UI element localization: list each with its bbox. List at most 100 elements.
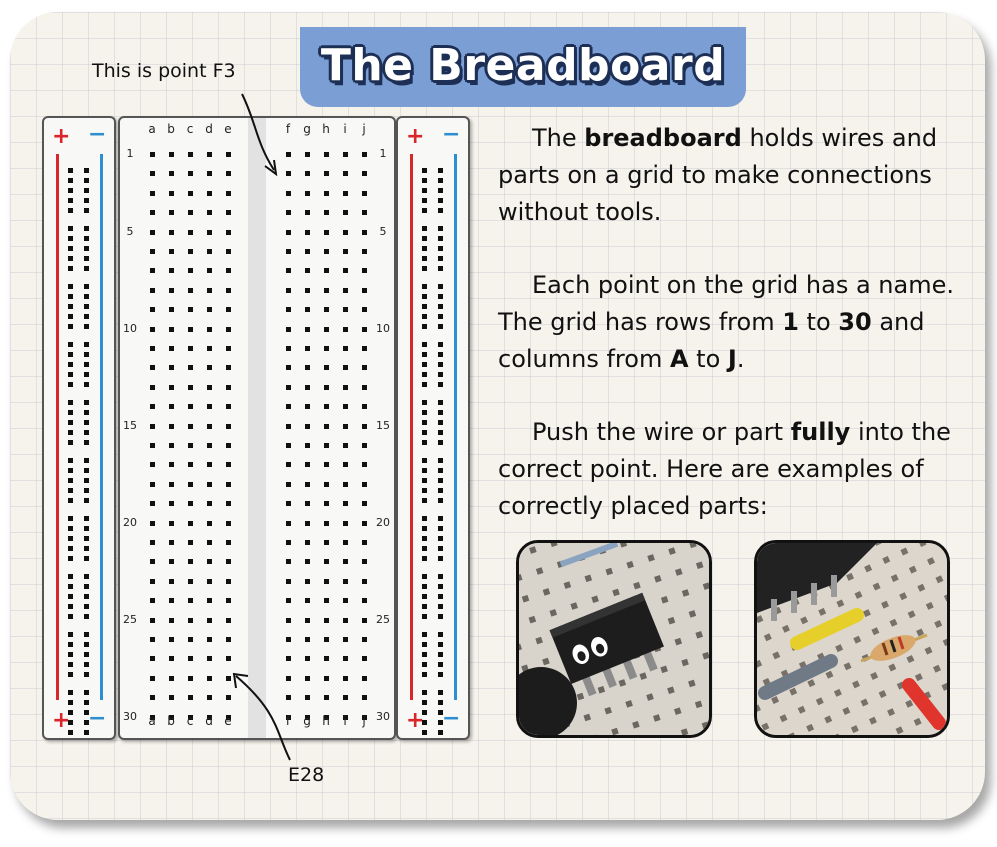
grid-hole: [150, 287, 155, 293]
paragraph-push-parts: Push the wire or part fully into the cor…: [498, 418, 951, 520]
row-number-right: 1: [379, 147, 387, 160]
grid-hole: [362, 656, 367, 662]
grid-hole: [324, 346, 329, 351]
left-rail-plus-bottom: +: [52, 708, 71, 733]
grid-hole: [362, 190, 367, 196]
grid-hole: [150, 714, 155, 720]
right-rail-plus-top: +: [406, 124, 425, 149]
grid-hole: [207, 695, 212, 701]
rail-hole: [438, 468, 443, 473]
grid-hole: [305, 598, 310, 604]
rail-hole: [84, 284, 89, 289]
rail-hole: [422, 226, 427, 231]
rail-hole: [422, 642, 427, 647]
grid-hole: [169, 520, 174, 526]
grid-hole: [169, 637, 174, 642]
grid-hole: [324, 520, 329, 526]
rail-hole: [438, 546, 443, 551]
row-number-right: 20: [376, 515, 390, 529]
column-letter-bottom: b: [167, 714, 175, 728]
rail-hole: [68, 700, 73, 705]
grid-hole: [362, 423, 367, 429]
rail-hole: [438, 314, 443, 319]
row-number-right: 10: [376, 321, 390, 335]
rail-hole: [422, 284, 427, 289]
grid-hole: [305, 229, 310, 235]
rail-hole: [422, 672, 427, 677]
grid-hole: [207, 481, 212, 487]
grid-hole: [169, 656, 174, 662]
left-power-rail: + − + −: [42, 116, 116, 740]
grid-hole: [188, 443, 193, 448]
right-rail-positive-line: [410, 154, 413, 700]
grid-hole: [226, 423, 231, 429]
grid-hole: [343, 423, 348, 429]
rail-hole: [438, 324, 443, 329]
rail-hole: [438, 342, 443, 347]
grid-hole: [324, 637, 329, 642]
left-rail-minus-bottom: −: [88, 706, 107, 731]
grid-hole: [343, 210, 348, 216]
grid-hole: [207, 346, 212, 351]
grid-hole: [305, 307, 310, 313]
grid-hole: [188, 152, 193, 157]
grid-hole: [226, 307, 231, 313]
rail-hole: [422, 304, 427, 309]
grid-hole: [188, 714, 193, 720]
grid-hole: [207, 287, 212, 293]
resistor-wires-photo: [754, 540, 950, 738]
rail-hole: [422, 342, 427, 347]
right-rail-negative-line: [454, 154, 457, 700]
grid-hole: [305, 617, 310, 623]
rail-hole: [84, 362, 89, 367]
grid-hole: [169, 598, 174, 604]
grid-hole: [286, 443, 291, 448]
grid-hole: [324, 190, 329, 196]
grid-hole: [207, 617, 212, 623]
rail-hole: [84, 594, 89, 599]
grid-hole: [226, 346, 231, 351]
grid-hole: [150, 656, 155, 662]
grid-hole: [324, 384, 329, 390]
rail-hole: [68, 410, 73, 415]
grid-hole: [150, 249, 155, 254]
grid-hole: [207, 462, 212, 468]
grid-hole: [207, 540, 212, 545]
grid-hole: [226, 617, 231, 623]
grid-hole: [188, 656, 193, 662]
grid-hole: [150, 462, 155, 468]
rail-hole: [438, 720, 443, 725]
grid-hole: [362, 675, 367, 681]
grid-hole: [169, 229, 174, 235]
grid-hole: [362, 384, 367, 390]
rail-hole: [84, 236, 89, 241]
rail-hole: [68, 526, 73, 531]
grid-hole: [188, 501, 193, 507]
rail-hole: [84, 478, 89, 483]
rail-hole: [84, 188, 89, 193]
rail-hole: [438, 604, 443, 609]
grid-hole: [150, 501, 155, 507]
rail-hole: [422, 256, 427, 261]
grid-hole: [226, 326, 231, 332]
rail-hole: [68, 294, 73, 299]
grid-hole: [150, 540, 155, 545]
grid-hole: [305, 656, 310, 662]
rail-hole: [438, 372, 443, 377]
rail-hole: [84, 342, 89, 347]
rail-hole: [438, 498, 443, 503]
column-letter-top: d: [205, 122, 213, 136]
rail-hole: [422, 662, 427, 667]
grid-hole: [207, 249, 212, 254]
grid-hole: [169, 404, 174, 410]
rail-hole: [422, 478, 427, 483]
grid-hole: [324, 287, 329, 293]
grid-hole: [343, 404, 348, 410]
grid-hole: [286, 249, 291, 254]
grid-hole: [362, 540, 367, 545]
rail-hole: [438, 690, 443, 695]
grid-hole: [207, 190, 212, 196]
rail-hole: [422, 440, 427, 445]
rail-hole: [68, 208, 73, 213]
grid-hole: [343, 152, 348, 157]
